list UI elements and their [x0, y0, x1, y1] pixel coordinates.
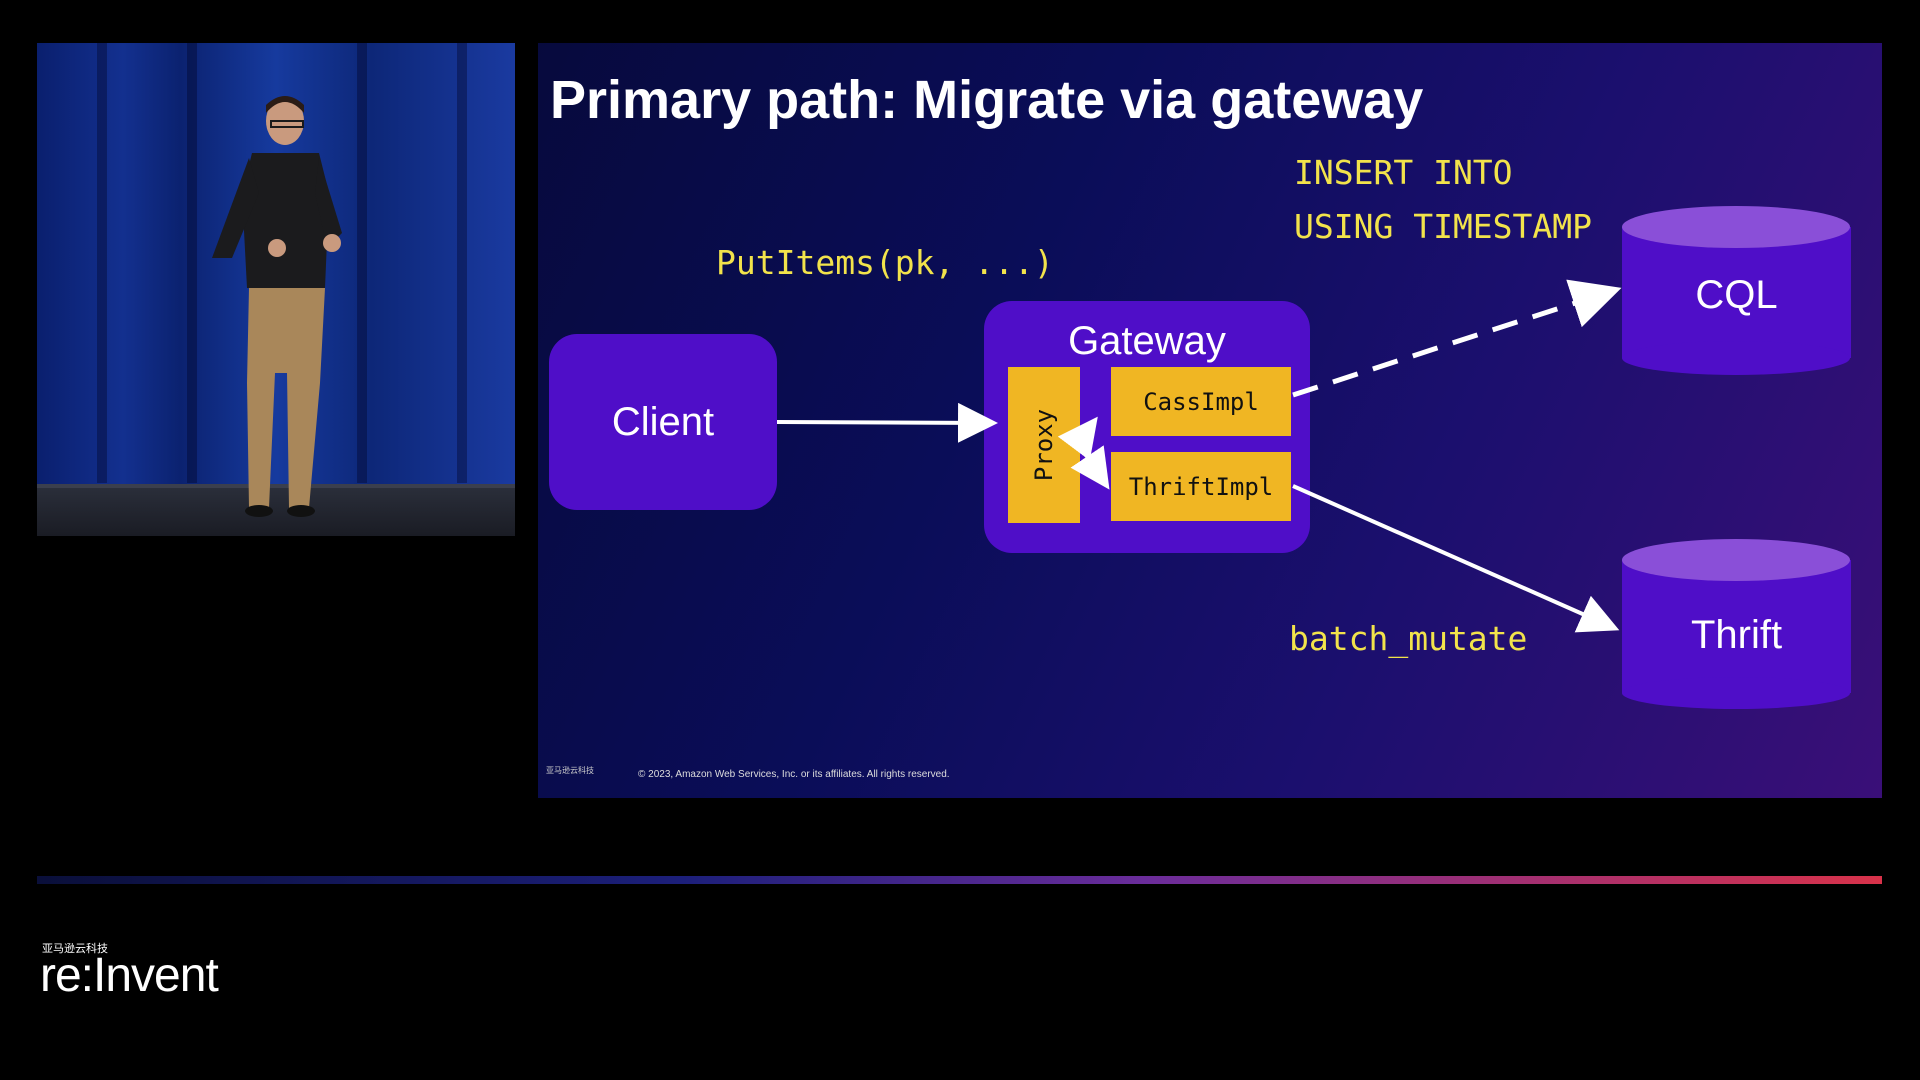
accent-gradient-bar — [37, 876, 1882, 884]
batch-mutate-code: batch_mutate — [1289, 619, 1528, 658]
cql-label: CQL — [1695, 273, 1778, 317]
reinvent-logo: re:Invent — [40, 949, 219, 1002]
speaker-figure — [212, 96, 342, 517]
cql-cylinder — [1622, 206, 1851, 375]
cassimpl-to-cql-arrow — [1292, 279, 1622, 398]
thriftimpl-label: ThriftImpl — [1128, 472, 1274, 501]
proxy-to-thriftimpl-arrow — [1070, 441, 1110, 490]
brand-cn-text: 亚马逊云科技 — [42, 942, 108, 955]
slide-title: Primary path: Migrate via gateway — [550, 70, 1424, 130]
client-box: Client — [549, 334, 777, 510]
insert-into-code: INSERT INTO — [1294, 153, 1513, 192]
cassimpl-label: CassImpl — [1143, 387, 1259, 416]
thrift-cylinder — [1622, 539, 1851, 709]
curtain-fold — [357, 43, 367, 483]
gateway-label: Gateway — [1068, 319, 1226, 363]
footer-copyright: © 2023, Amazon Web Services, Inc. or its… — [638, 769, 950, 780]
presentation-slide: Primary path: Migrate via gateway INSERT… — [538, 43, 1882, 798]
client-label: Client — [611, 399, 715, 444]
footer-logo: 亚马逊云科技 — [546, 766, 594, 775]
putitems-code: PutItems(pk, ...) — [716, 243, 1054, 282]
stage-floor — [37, 488, 515, 536]
proxy-to-cassimpl-arrow — [1057, 416, 1098, 461]
curtain-fold — [457, 43, 467, 483]
thriftimpl-box: ThriftImpl — [1111, 452, 1291, 521]
thrift-label: Thrift — [1690, 613, 1783, 657]
stage-edge — [37, 484, 515, 490]
using-timestamp-code: USING TIMESTAMP — [1294, 207, 1593, 246]
curtain-fold — [187, 43, 197, 483]
cassimpl-box: CassImpl — [1111, 367, 1291, 436]
curtain-fold — [97, 43, 107, 483]
diagram-graphics — [776, 206, 1851, 709]
thriftimpl-to-thrift-arrow — [1292, 484, 1620, 633]
speaker-video — [37, 43, 515, 536]
client-to-gateway-arrow — [776, 402, 998, 443]
